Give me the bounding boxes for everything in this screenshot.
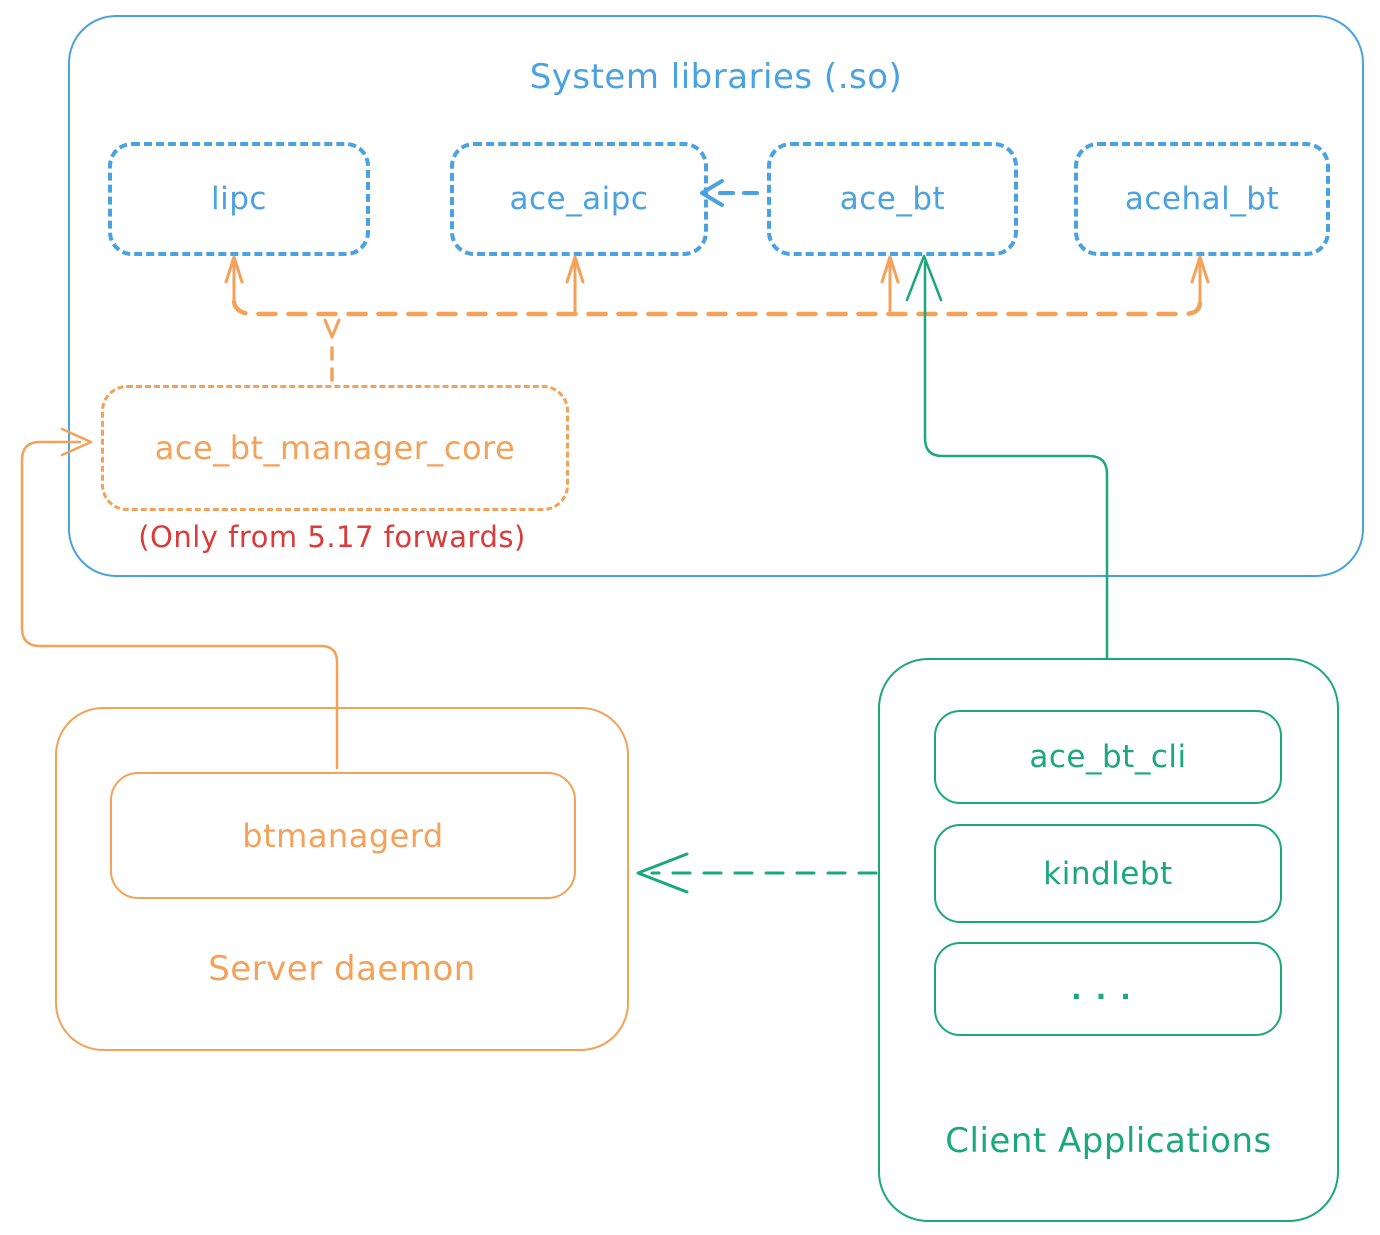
clients-to-server-daemon-arrow [636,852,878,894]
lib-box-ace-bt: ace_bt [767,142,1018,256]
client-box-ace-bt-cli: ace_bt_cli [934,710,1282,804]
server-daemon-container: btmanagerd Server daemon [55,707,629,1051]
lib-box-ace-aipc-label: ace_aipc [509,181,649,217]
lib-box-acehal-bt-label: acehal_bt [1124,181,1280,217]
system-libraries-title: System libraries (.so) [529,57,903,97]
client-box-ellipsis: ... [934,942,1282,1036]
client-applications-container: ace_bt_cli kindlebt ... Client Applicati… [878,658,1339,1222]
lib-box-lipc: lipc [108,142,370,256]
manager-core-version-note: (Only from 5.17 forwards) [138,520,526,554]
lib-box-lipc-label: lipc [211,181,267,217]
ace-bt-manager-core-label: ace_bt_manager_core [154,429,516,467]
client-box-kindlebt-label: kindlebt [1043,855,1173,892]
left-arrowhead-icon [636,852,689,894]
lib-box-ace-bt-label: ace_bt [839,181,946,217]
lib-box-acehal-bt: acehal_bt [1074,142,1330,256]
lib-box-ace-aipc: ace_aipc [450,142,708,256]
server-daemon-title: Server daemon [208,949,476,989]
client-applications-title: Client Applications [945,1121,1272,1161]
btmanagerd-label: btmanagerd [242,816,444,855]
system-libraries-container: System libraries (.so) lipc ace_aipc ace… [68,15,1364,577]
client-box-kindlebt: kindlebt [934,824,1282,923]
client-box-ellipsis-label: ... [1071,972,1145,1006]
btmanagerd-box: btmanagerd [110,772,576,899]
client-box-ace-bt-cli-label: ace_bt_cli [1029,739,1187,775]
ace-bt-manager-core-box: ace_bt_manager_core [101,385,569,511]
